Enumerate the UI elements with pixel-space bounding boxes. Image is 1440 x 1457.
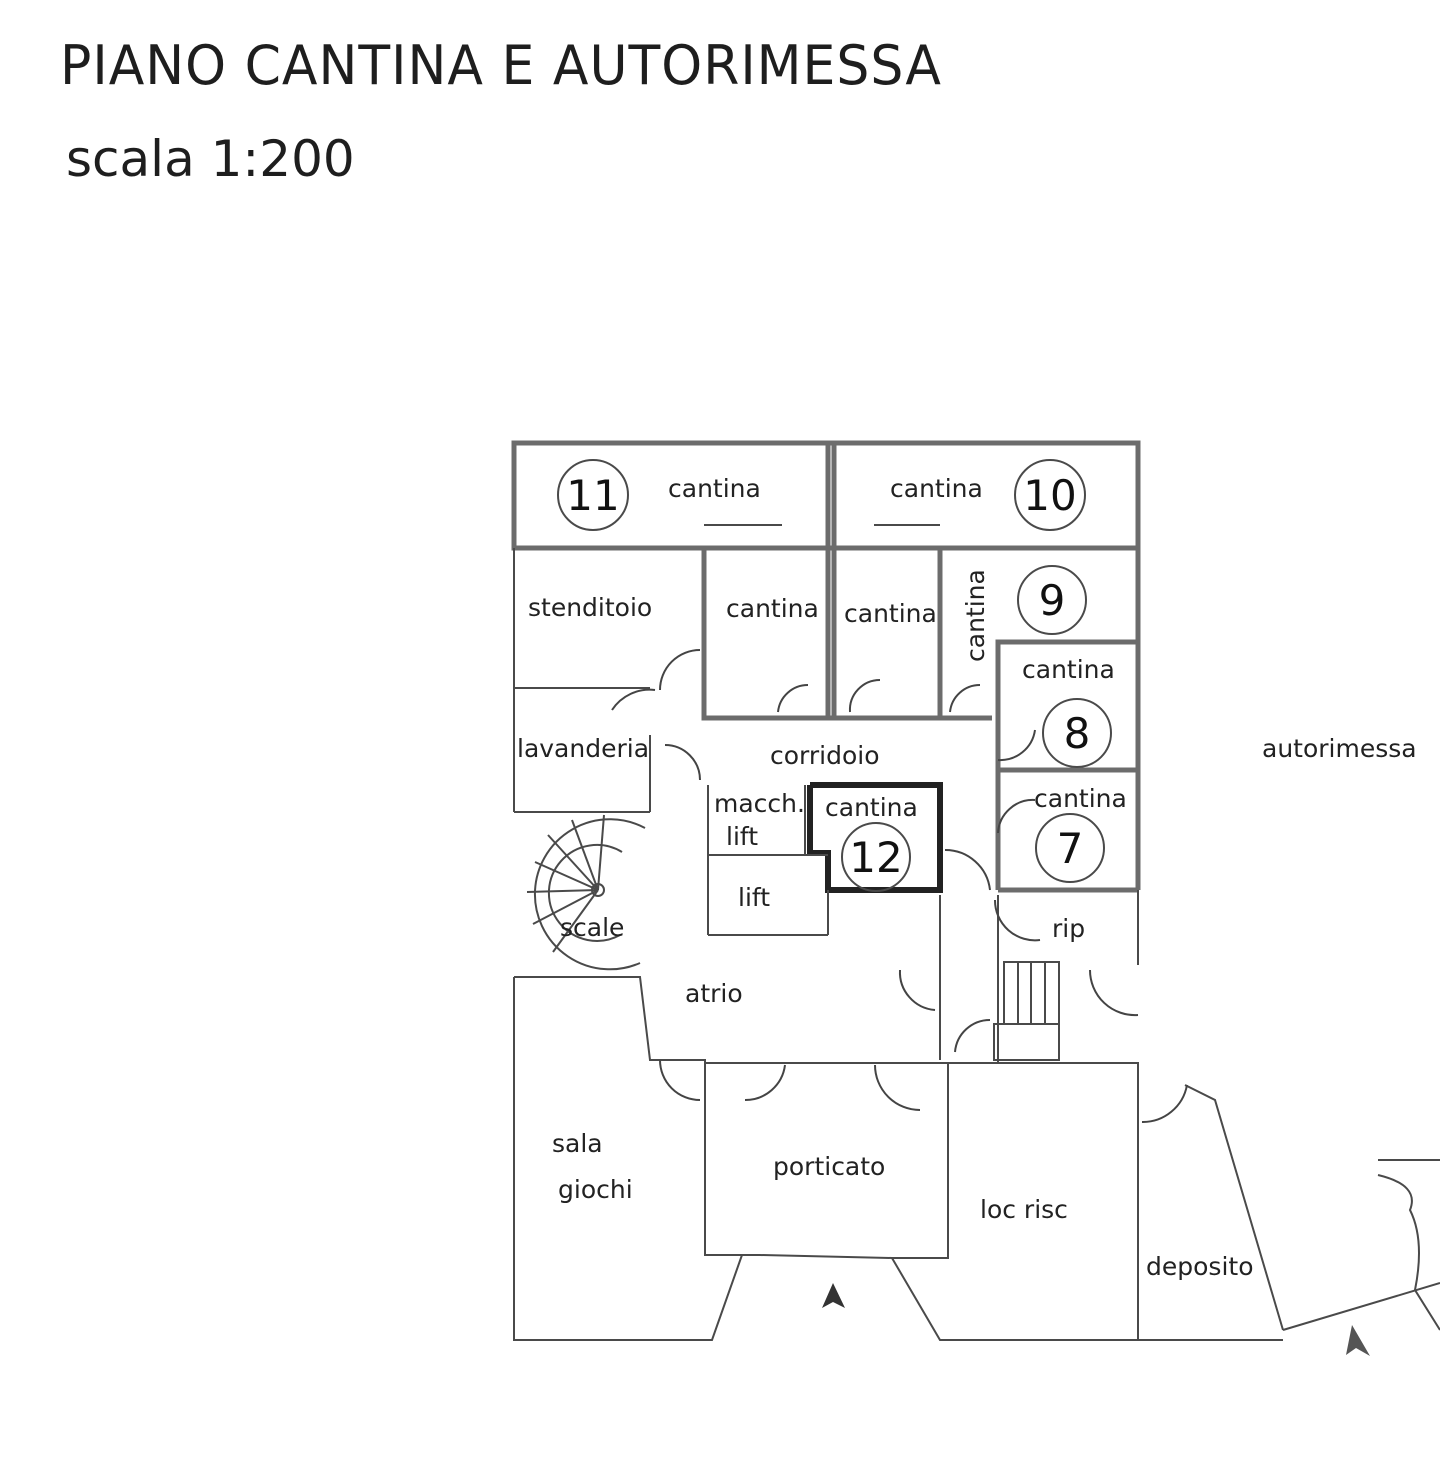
small-stair: [993, 961, 1060, 1061]
room-label-lift: lift: [738, 883, 770, 912]
walls-upper: [511, 440, 1141, 893]
room-label-autorimessa: autorimessa: [1262, 734, 1417, 763]
unit-9-circle: [1017, 565, 1087, 635]
room-label-cantina-7: cantina: [1034, 784, 1127, 813]
unit-10-circle: [1014, 459, 1086, 531]
room-label-deposito: deposito: [1146, 1252, 1253, 1281]
unit-12-circle: [841, 822, 911, 892]
entrance-arrow-icon: [822, 1283, 845, 1308]
walls-lift: [707, 785, 829, 936]
unit-8-number: 8: [1064, 709, 1091, 758]
room-label-scale: scale: [560, 913, 624, 942]
room-label-cantina-mid-right: cantina: [844, 599, 937, 628]
room-label-corridoio: corridoio: [770, 741, 880, 770]
unit-12-number: 12: [849, 833, 902, 882]
unit-7-circle: [1035, 813, 1105, 883]
room-label-stenditoio: stenditoio: [528, 593, 652, 622]
room-label-cantina-mid-left: cantina: [726, 594, 819, 623]
room-label-sala: sala: [552, 1129, 603, 1158]
entrance-arrow-icon-2: [1346, 1325, 1370, 1356]
room-label-macch-lift: lift: [726, 822, 758, 851]
unit-11-number: 11: [566, 471, 619, 520]
plan-title: PIANO CANTINA E AUTORIMESSA: [60, 34, 942, 98]
room-label-porticato: porticato: [773, 1152, 885, 1181]
unit-8-circle: [1042, 698, 1112, 768]
plan-scale: scala 1:200: [66, 130, 355, 188]
room-label-cantina-8: cantina: [1022, 655, 1115, 684]
unit-7-number: 7: [1057, 824, 1084, 873]
room-label-lavanderia: lavanderia: [517, 734, 649, 763]
room-label-macch: macch.: [714, 789, 805, 818]
room-label-giochi: giochi: [558, 1175, 633, 1204]
unit-9-number: 9: [1039, 576, 1066, 625]
room-label-loc-risc: loc risc: [980, 1195, 1068, 1224]
room-label-cantina-9: cantina: [961, 569, 990, 662]
unit-11-circle: [557, 459, 629, 531]
right-edge-feature: [1377, 1159, 1440, 1331]
room-label-cantina-10: cantina: [890, 474, 983, 503]
unit-10-number: 10: [1023, 471, 1076, 520]
door-swings: [611, 649, 1188, 1124]
walls-lower: [513, 890, 1440, 1341]
room-label-cantina-12: cantina: [825, 793, 918, 822]
spiral-stair: [526, 814, 646, 971]
room-label-cantina-11: cantina: [668, 474, 761, 503]
room-label-rip: rip: [1052, 914, 1085, 943]
room-label-atrio: atrio: [685, 979, 743, 1008]
